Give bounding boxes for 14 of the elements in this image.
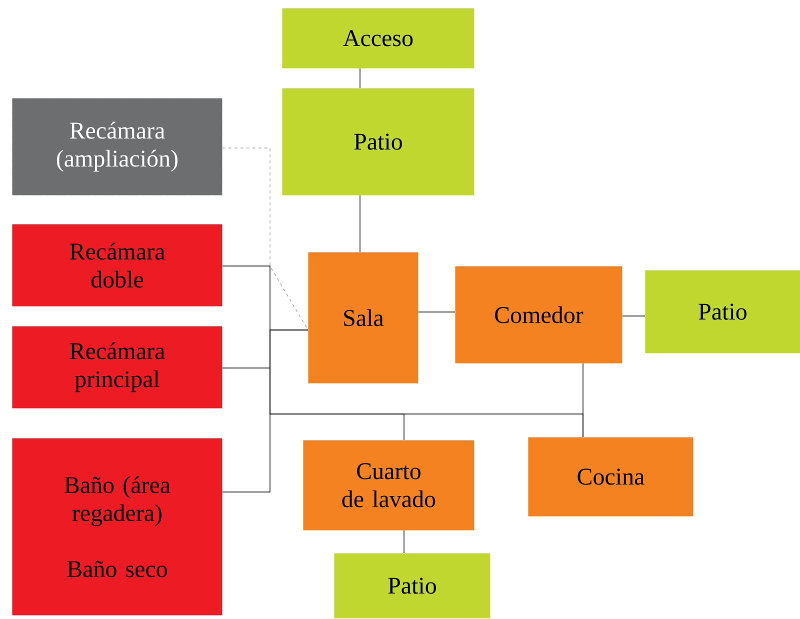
room-box: Recámara principal: [12, 326, 222, 408]
room-box: Recámara (ampliación): [12, 98, 222, 196]
connector-line: [582, 363, 584, 438]
room-box: Patio: [282, 88, 474, 196]
room-box: Acceso: [282, 8, 474, 68]
room-box: Baño (área regadera) Baño seco: [12, 438, 222, 616]
connector-line: [222, 148, 308, 330]
room-box: Patio: [334, 553, 490, 618]
room-box: Cuarto de lavado: [303, 440, 474, 530]
room-box: Comedor: [455, 266, 622, 364]
room-box: Patio: [645, 270, 800, 354]
room-box: Sala: [308, 252, 418, 384]
room-box: Cocina: [528, 437, 694, 516]
room-box: Recámara doble: [12, 224, 222, 306]
